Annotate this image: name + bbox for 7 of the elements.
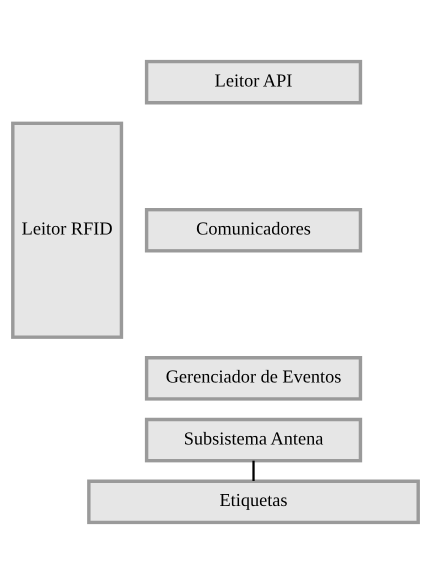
connector	[252, 460, 255, 480]
node-box: Gerenciador de Eventos	[144, 356, 362, 400]
node-box: Subsistema Antena	[144, 417, 362, 462]
node-box: Leitor RFID	[11, 121, 124, 338]
node-box: Leitor API	[144, 59, 362, 104]
node-box: Comunicadores	[144, 207, 362, 252]
node-box: Etiquetas	[87, 479, 420, 524]
